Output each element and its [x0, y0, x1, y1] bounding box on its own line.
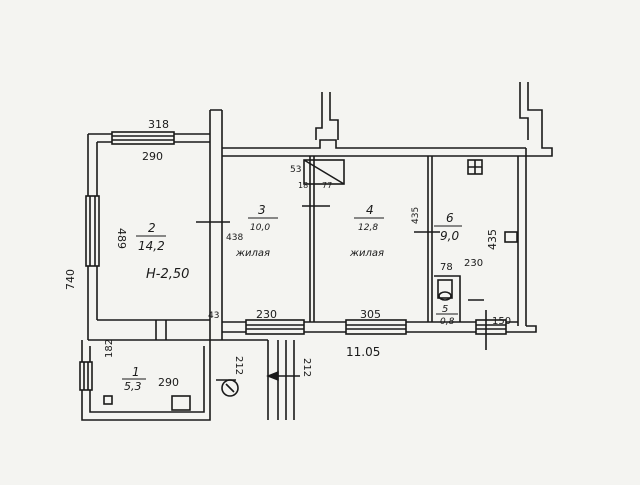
chimney-left	[315, 92, 339, 140]
window-left-room2	[85, 195, 100, 267]
dim-room6-right: 435	[486, 229, 499, 250]
wall-room2-bottom	[87, 319, 210, 341]
wall-partition-4-6	[427, 156, 433, 322]
room-3-area: 10,0	[250, 223, 270, 233]
dim-room4-right: 435	[411, 207, 421, 224]
walls	[79, 82, 553, 421]
room-5-area: 0,8	[440, 317, 455, 327]
dim-hall-a: 212	[233, 356, 244, 375]
wc-bowl-icon	[438, 291, 452, 301]
dim-hall-b: 212	[301, 358, 312, 377]
wall-right	[517, 148, 527, 326]
window-bottom-room4	[345, 319, 407, 335]
room-1-number: 1	[132, 365, 140, 379]
room-6-area: 9,0	[440, 229, 459, 243]
dim-vent-b: 77	[322, 181, 332, 190]
door-room2-room1	[155, 320, 167, 340]
window-bottom-room6	[475, 319, 507, 335]
window-left-room2-glass	[89, 196, 96, 266]
wall-top-right-outer	[222, 139, 526, 149]
radiator-room6	[504, 231, 518, 243]
dim-room2-height: 489	[115, 228, 128, 249]
room-6-number: 6	[446, 211, 454, 225]
dim-room3-bottom: 230	[256, 308, 277, 321]
window-top-room2-glass	[112, 135, 174, 141]
dim-right-bottom: 150	[492, 316, 511, 327]
room-2-number: 2	[148, 221, 156, 235]
window-bottom-room3-glass	[246, 324, 304, 330]
dim-left-outer: 740	[64, 269, 77, 290]
fixture-room1	[103, 395, 113, 405]
stove-room1	[171, 395, 191, 411]
dim-wc-width: 78	[440, 262, 453, 273]
chimney-right	[519, 82, 553, 157]
room-4-number: 4	[366, 203, 374, 217]
boiler-icon-cross	[468, 160, 482, 174]
room-3-note: жилая	[235, 248, 270, 259]
dim-room3-right: 438	[226, 233, 243, 243]
dim-room6-top: 230	[464, 258, 483, 269]
dim-room1-width: 290	[158, 376, 179, 389]
room-5-number: 5	[442, 304, 448, 315]
window-room1-glass	[83, 362, 89, 390]
dim-vent-a: 18	[298, 181, 308, 190]
dim-total-width: 11.05	[346, 345, 380, 359]
window-top-room2	[111, 131, 175, 145]
dim-top-outer: 318	[148, 118, 169, 131]
entrance-arrow	[266, 370, 300, 382]
dim-top-inner: 290	[142, 150, 163, 163]
room-1-area: 5,3	[124, 380, 142, 393]
room-labels: 2 14,2 H-2,50 3 10,0 жилая 4 12,8 жилая …	[122, 203, 462, 393]
room-2-note: H-2,50	[146, 267, 189, 282]
room-4-note: жилая	[349, 248, 384, 259]
door-ticks	[196, 221, 484, 301]
vent-box-diagonal	[303, 159, 345, 185]
meter-icon-slash	[225, 383, 235, 393]
window-bottom-room6-glass	[476, 310, 506, 350]
room-4-area: 12,8	[358, 223, 378, 233]
dim-room4-bottom: 305	[360, 308, 381, 321]
room-2-area: 14,2	[138, 239, 165, 253]
dimension-labels: 318 290 740 489 438 435 435 53 18 77 43 …	[64, 118, 511, 389]
meter-icon	[221, 379, 239, 397]
vent-box	[303, 159, 345, 185]
dim-vent-left: 53	[290, 165, 301, 175]
dim-room1-height: 182	[104, 339, 115, 358]
window-bottom-room3	[245, 319, 305, 335]
window-room1	[79, 361, 93, 391]
room-3-number: 3	[258, 203, 266, 217]
window-bottom-room4-glass	[346, 324, 406, 330]
wc-fixture-icon	[437, 279, 453, 299]
dim-small-43: 43	[208, 311, 219, 321]
wall-wc	[434, 275, 461, 322]
